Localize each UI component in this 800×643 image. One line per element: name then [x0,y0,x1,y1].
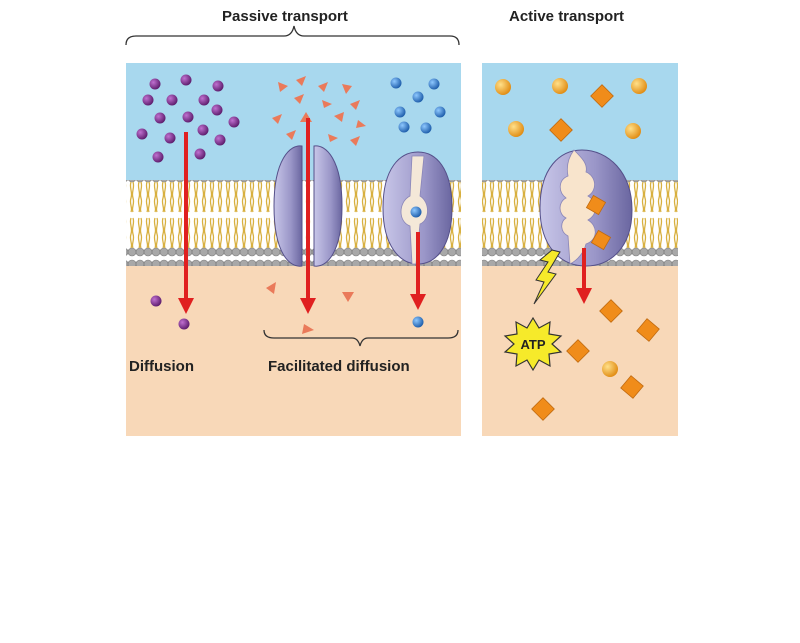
blue-molecules [390,77,446,328]
active-transport-title: Active transport [509,8,625,25]
energy-bolt-icon [533,249,561,305]
active-arrow [576,248,592,304]
channel-arrow [300,118,316,314]
purple-molecules [136,74,240,330]
atp-burst: ATP [503,316,563,372]
facilitated-bracket [263,329,459,347]
orange-spheres [495,78,647,377]
channel-protein [273,145,343,267]
salmon-triangles [266,76,366,334]
passive-bracket [125,25,460,46]
orange-diamonds [531,84,660,421]
diffusion-arrow [178,132,194,314]
atp-label: ATP [520,337,545,352]
diffusion-label: Diffusion [129,358,194,375]
carrier-arrow [410,232,426,310]
passive-transport-title: Passive transport [222,8,348,25]
facilitated-diffusion-label: Facilitated diffusion [268,358,410,375]
